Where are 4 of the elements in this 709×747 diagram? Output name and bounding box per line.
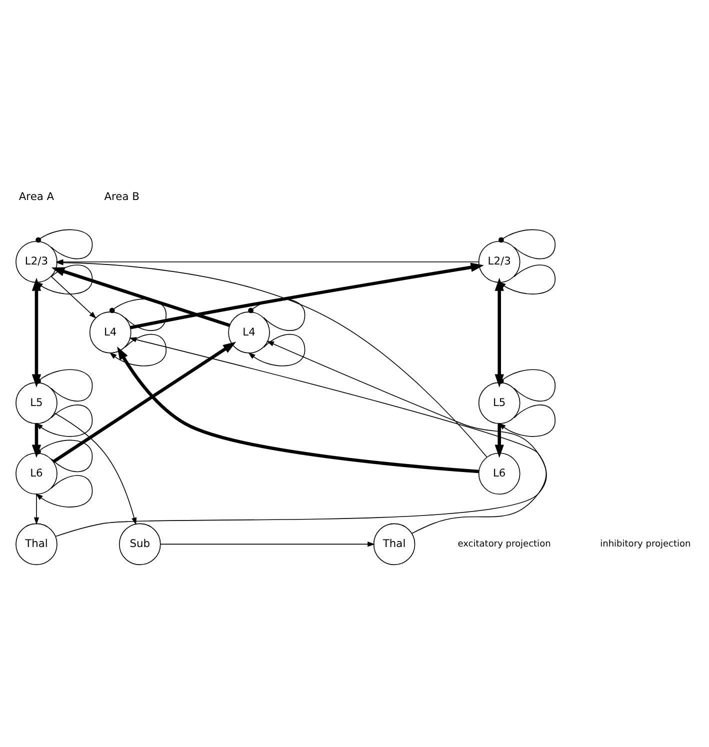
label: Area B (104, 190, 140, 203)
legend-label: inhibitory projection (600, 540, 691, 550)
label: Area A (18, 190, 54, 203)
legend-label: excitatory projection (458, 540, 551, 550)
